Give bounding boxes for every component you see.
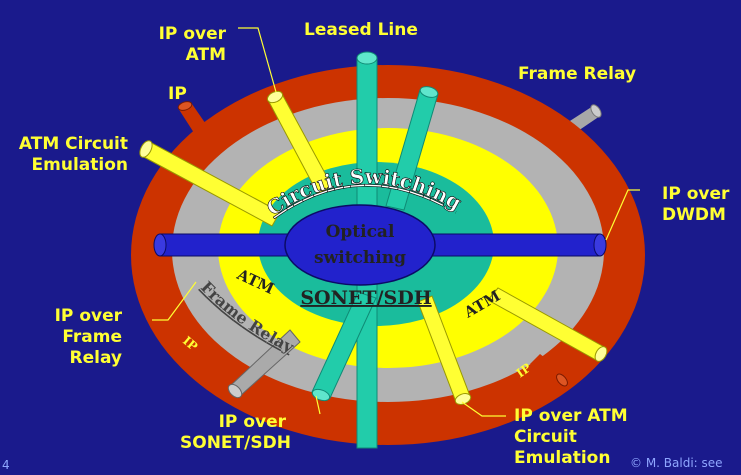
callout-ip-over-atm-ce bbox=[461, 401, 506, 417]
label-frame-relay-top: Frame Relay bbox=[518, 64, 637, 84]
page-number: 4 bbox=[2, 458, 10, 472]
optical-label-line2: switching bbox=[314, 248, 406, 268]
label-line: IP over bbox=[218, 412, 286, 432]
label-line: IP over ATM bbox=[514, 406, 628, 426]
pipe-teal-upper bbox=[385, 86, 439, 211]
label-ip-over-atm-top: IP over ATM bbox=[148, 24, 226, 66]
pipe-frame-relay-bottom bbox=[227, 329, 301, 399]
label-line: SONET/SDH bbox=[180, 433, 291, 453]
label-line: IP over bbox=[662, 184, 730, 204]
label-line: ATM Circuit bbox=[18, 134, 128, 154]
label-line: Emulation bbox=[514, 448, 611, 468]
callout-ip-over-atm bbox=[238, 27, 277, 93]
label-line: IP over bbox=[54, 306, 122, 326]
label-line: Relay bbox=[69, 348, 122, 368]
pipe-atm-lower-right bbox=[487, 287, 608, 362]
ring-label-ip-right: IP bbox=[514, 361, 534, 381]
label-ip-over-frame-relay: IP over Frame Relay bbox=[30, 306, 122, 369]
pipe-atm-ce-left bbox=[139, 140, 281, 227]
label-line: Frame bbox=[62, 327, 122, 347]
label-line: DWDM bbox=[662, 205, 726, 225]
front-pipes bbox=[139, 51, 608, 449]
ring-label-sonet: SONET/SDH bbox=[300, 287, 431, 309]
label-atm-circuit-emulation: ATM Circuit Emulation bbox=[0, 134, 128, 176]
pipe-ip-bottom bbox=[530, 354, 568, 387]
label-line: IP over bbox=[158, 24, 226, 44]
callout-ip-over-frame-relay bbox=[152, 281, 197, 321]
label-ip-over-sonet: IP over SONET/SDH bbox=[180, 412, 291, 454]
label-ip-over-atm-ce: IP over ATM Circuit Emulation bbox=[514, 406, 628, 469]
callout-ip-over-sonet bbox=[315, 395, 321, 415]
label-ip-top: IP bbox=[168, 84, 187, 104]
optical-label-line1: Optical bbox=[326, 222, 395, 242]
label-line: Emulation bbox=[31, 155, 128, 175]
label-leased-line: Leased Line bbox=[304, 20, 418, 40]
callout-lines bbox=[152, 27, 640, 417]
callout-ip-over-dwdm bbox=[605, 189, 640, 241]
label-line: ATM bbox=[185, 45, 226, 65]
copyright-notice: © M. Baldi: see bbox=[630, 456, 723, 470]
optical-core bbox=[284, 204, 436, 286]
label-ip-over-dwdm: IP over DWDM bbox=[662, 184, 729, 226]
pipe-ip-over-atm bbox=[266, 90, 333, 195]
label-line: Circuit bbox=[514, 427, 577, 447]
